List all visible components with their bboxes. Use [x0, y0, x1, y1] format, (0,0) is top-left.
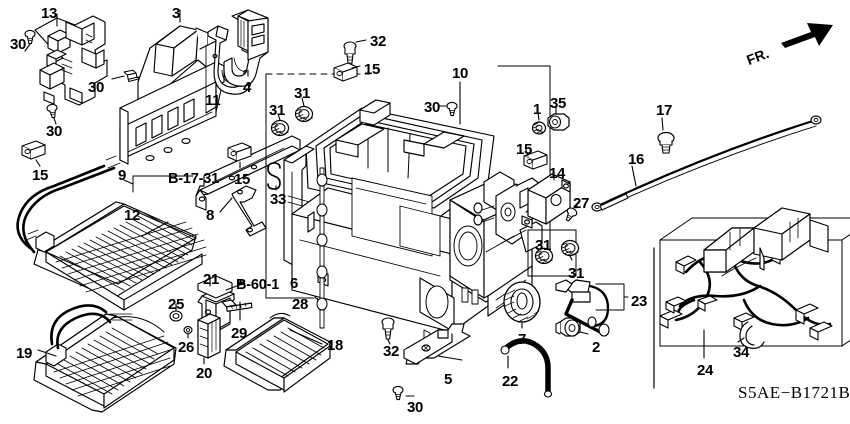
- callout-c35: 35: [550, 95, 567, 112]
- callout-c12: 12: [124, 207, 141, 224]
- callout-c21: 21: [203, 271, 220, 288]
- callout-c15b: 15: [234, 171, 251, 188]
- reference-label-b-60-1: B-60-1: [236, 277, 280, 293]
- callout-c15c: 15: [364, 61, 381, 78]
- callout-c1: 1: [533, 101, 542, 118]
- callout-c10: 10: [452, 65, 469, 82]
- callout-c9: 9: [118, 167, 127, 184]
- callout-c11: 11: [205, 92, 221, 109]
- callout-c27: 27: [573, 195, 590, 212]
- callout-c3: 3: [172, 5, 181, 22]
- callout-c5: 5: [444, 371, 453, 388]
- callout-c4: 4: [243, 79, 252, 96]
- diagram-code: S5AE−B1721B: [738, 383, 850, 402]
- callout-c24: 24: [697, 362, 714, 379]
- callout-c23: 23: [631, 293, 648, 310]
- arrow-right-icon: [781, 23, 833, 48]
- callout-c25: 25: [168, 296, 185, 313]
- callout-c29: 29: [231, 325, 248, 342]
- callout-c30b: 30: [88, 79, 105, 96]
- callout-c33: 33: [270, 191, 287, 208]
- callout-c15d: 15: [516, 141, 533, 158]
- callout-c18: 18: [327, 337, 344, 354]
- callout-c13: 13: [41, 5, 58, 22]
- callout-c20: 20: [196, 365, 213, 382]
- callout-c2: 2: [592, 339, 601, 356]
- callout-c32b: 32: [383, 343, 400, 360]
- callout-c28: 28: [292, 296, 309, 313]
- callout-c31c: 31: [535, 237, 552, 254]
- callout-c31d: 31: [568, 265, 585, 282]
- callout-c6: 6: [290, 275, 299, 292]
- callout-c7: 7: [518, 331, 527, 348]
- callout-c30e: 30: [407, 399, 424, 416]
- callout-c17: 17: [656, 102, 673, 119]
- callout-c16: 16: [628, 151, 645, 168]
- callout-c14: 14: [549, 165, 566, 182]
- callout-c15a: 15: [32, 167, 49, 184]
- callout-c30d: 30: [424, 99, 441, 116]
- callout-c32a: 32: [370, 33, 387, 50]
- callout-c8: 8: [206, 207, 215, 224]
- callout-c19: 19: [16, 345, 33, 362]
- callout-c31a: 31: [269, 102, 286, 119]
- callout-c31b: 31: [294, 85, 311, 102]
- callout-c34: 34: [733, 344, 750, 361]
- callout-c22: 22: [502, 373, 519, 390]
- callout-c30a: 30: [10, 36, 27, 53]
- callout-c30c: 30: [46, 123, 63, 140]
- callout-c26: 26: [178, 339, 195, 356]
- reference-label-b-17-31: B-17-31: [168, 171, 219, 187]
